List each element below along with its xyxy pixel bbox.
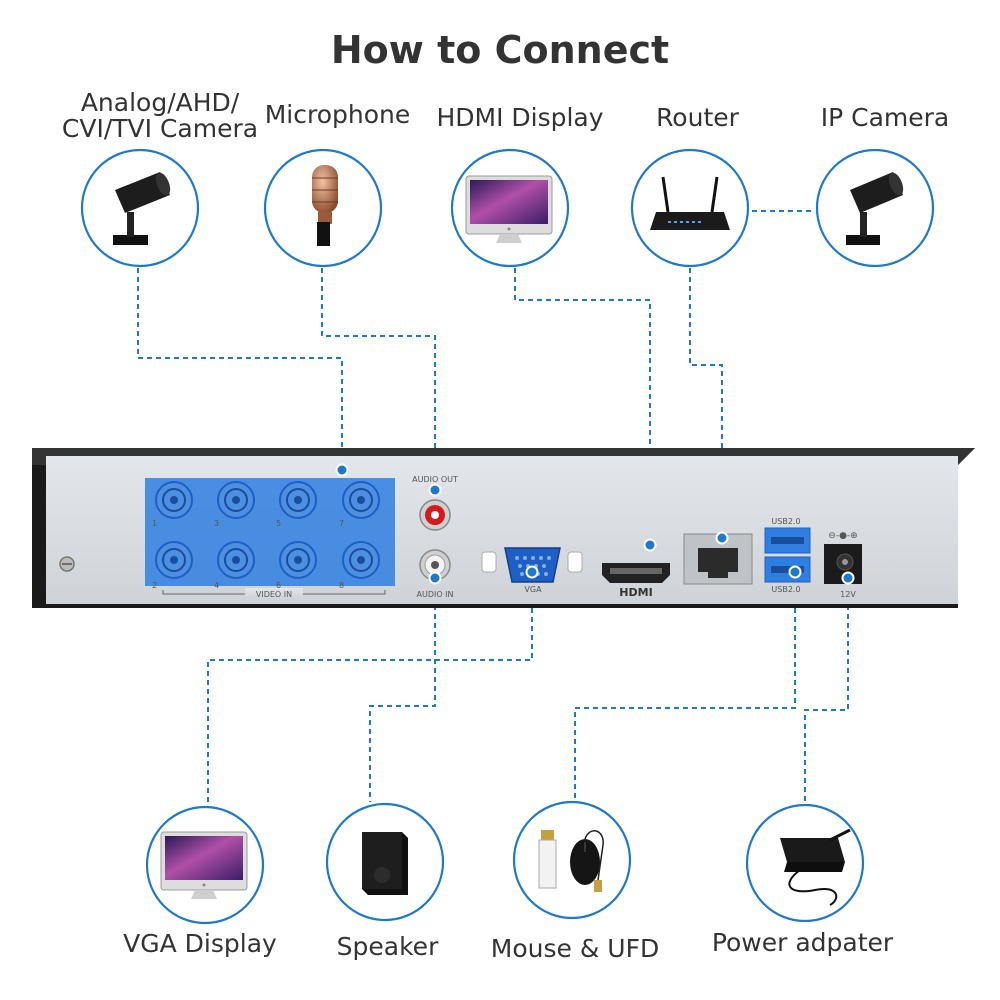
mouse-usb-icon [538,830,604,892]
audio-in-label: AUDIO IN [416,590,453,599]
usb-bottom-label: USB2.0 [771,585,800,594]
bnc-number: 5 [276,519,281,528]
label-speaker: Speaker [336,932,439,961]
label-router: Router [656,103,739,132]
analog-camera-icon [113,172,171,245]
label-analog-camera-line1: Analog/AHD/ [80,88,240,117]
line-hdmi-display [514,268,651,545]
line-power-adapter [804,578,849,806]
line-analog-camera [137,268,343,470]
label-ip-camera: IP Camera [820,103,950,132]
ip-camera-icon [846,172,904,245]
video-in-label: VIDEO IN [256,590,292,599]
hdmi-label: HDMI [619,586,652,599]
device-analog-camera [80,148,200,268]
bnc-number: 4 [214,581,219,590]
bnc-connector [279,481,317,519]
device-vga-display [145,805,265,925]
power-label: 12V [840,590,856,599]
speaker-icon [362,832,408,895]
device-router [630,148,750,268]
label-power-adapter: Power adpater [711,928,894,957]
audio-out-label: AUDIO OUT [412,475,458,484]
power-adapter-icon [780,828,851,906]
bnc-connector [342,481,380,519]
device-speaker [325,802,445,922]
bnc-connector [155,481,193,519]
bnc-connector [155,541,193,579]
lan-port [683,533,753,585]
device-hdmi-display [450,148,570,268]
label-mouse-ufd: Mouse & UFD [490,934,660,963]
page-title: How to Connect [330,28,670,72]
connection-dots [335,463,855,585]
label-hdmi-display: HDMI Display [436,103,604,132]
label-analog-camera: Analog/AHD/ CVI/TVI Camera [60,90,260,142]
device-ip-camera [815,148,935,268]
vga-label: VGA [524,585,542,594]
bnc-number: 2 [152,581,157,590]
bnc-connector [342,541,380,579]
label-microphone: Microphone [264,100,411,129]
bnc-connector [217,481,255,519]
nvr-back-panel: 1 3 5 7 2 4 6 8 VIDEO IN AUDIO OUT AUDIO IN VGA [32,448,975,608]
bnc-connector [279,541,317,579]
device-microphone [263,148,383,268]
bnc-number: 7 [339,519,344,528]
microphone-icon [312,165,338,246]
device-power-adapter [745,803,865,923]
usb-top-label: USB2.0 [771,517,800,526]
bnc-connector [217,541,255,579]
svg-text:⊖-●-⊕: ⊖-●-⊕ [828,531,857,541]
label-analog-camera-line2: CVI/TVI Camera [61,114,259,143]
bnc-number: 6 [276,581,281,590]
bnc-connectors: 1 3 5 7 2 4 6 8 [152,481,380,590]
connection-lines [137,210,849,808]
monitor-icon [465,175,553,243]
bnc-number: 8 [339,581,344,590]
hdmi-port: HDMI [602,563,670,599]
line-router [689,268,723,538]
line-vga-display [207,572,533,808]
bnc-number: 3 [214,519,219,528]
monitor-icon-vga [160,831,248,899]
router-icon [650,176,730,230]
vga-port: VGA [481,547,583,594]
line-speaker [369,578,436,802]
line-mouse-ufd [574,572,796,800]
label-vga-display: VGA Display [123,929,277,958]
device-mouse-ufd [512,800,632,920]
usb-ports: USB2.0 USB2.0 [764,517,811,594]
bnc-number: 1 [152,519,157,528]
